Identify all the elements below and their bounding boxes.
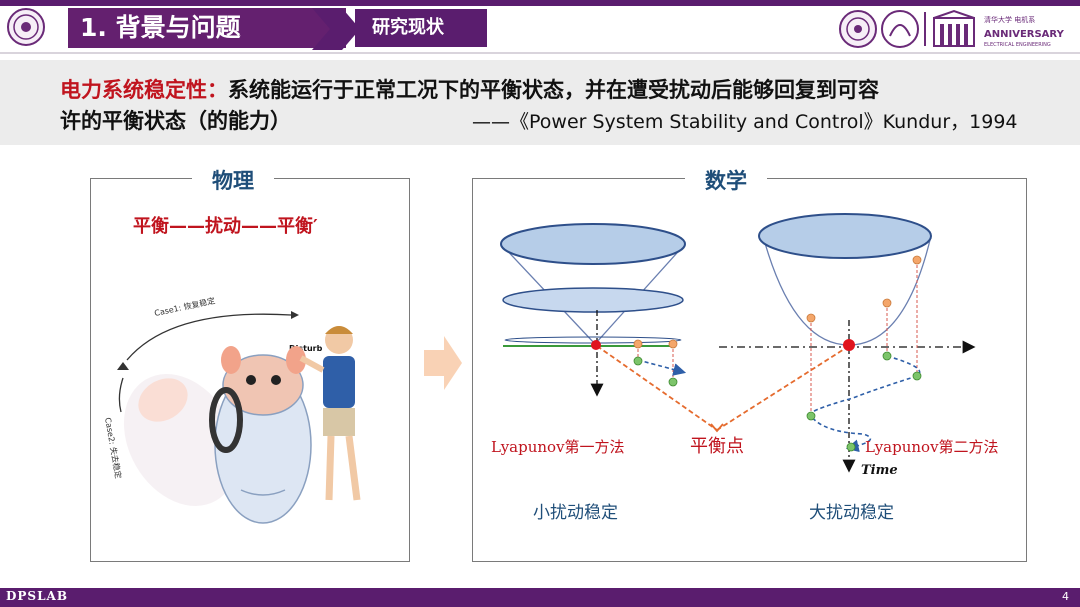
building-logo xyxy=(933,9,975,47)
transition-arrow-icon xyxy=(424,336,462,390)
disturb-label: Disturb xyxy=(289,344,323,353)
header-divider xyxy=(0,52,1080,54)
anniversary-sub: ELECTRICAL ENGINEERING xyxy=(984,42,1051,48)
trajectory-right xyxy=(809,355,921,453)
case1-arrowhead xyxy=(291,311,299,319)
anniversary-main: ANNIVERSARY xyxy=(984,29,1065,40)
page-title: 1. 背景与问题 xyxy=(80,13,241,42)
label-lyapunov-method-2: Lyapunov第二方法 xyxy=(865,438,999,456)
section-subtitle: 研究现状 xyxy=(372,17,444,38)
definition-banner xyxy=(0,60,1080,145)
physics-panel-title: 物理 xyxy=(192,165,274,195)
orange-state-points xyxy=(633,255,922,349)
chevron-arrow-icon xyxy=(312,8,360,50)
path-to-equilibrium-left xyxy=(596,345,718,431)
title-box xyxy=(68,8,346,48)
equilibrium-point-right xyxy=(843,339,855,351)
physics-illustration: 平衡——扰动——平衡′ Case1: 恢复稳定 Case2: 失去稳定 Dist… xyxy=(103,215,361,524)
inflatable-toy xyxy=(209,346,312,524)
definition-text-1: 系统能运行于正常工况下的平衡状态，并在遭受扰动后能够回复到可容 xyxy=(228,78,879,102)
child-figure xyxy=(299,326,361,501)
footer-lab-name: DPSLAB xyxy=(6,589,68,603)
equilibrium-point-left xyxy=(591,340,601,350)
case2-arc xyxy=(118,377,124,413)
right-parabola xyxy=(758,213,932,346)
green-state-points xyxy=(633,351,922,452)
citation: ——《Power System Stability and Control》Ku… xyxy=(472,111,1018,133)
anniversary-top: 清华大学 电机系 xyxy=(984,15,1035,24)
case2-label: Case2: 失去稳定 xyxy=(103,417,124,480)
header-logos: 清华大学 电机系 ANNIVERSARY ELECTRICAL ENGINEER… xyxy=(839,9,1065,48)
lyapunov-diagram: Lyapunov第一方法 平衡点 Lyapunov第二方法 Time 小扰动稳定… xyxy=(491,213,999,523)
label-time-axis: Time xyxy=(861,463,898,478)
logo-divider xyxy=(924,12,926,46)
math-panel-title: 数学 xyxy=(685,165,767,195)
page-number: 4 xyxy=(1062,590,1069,603)
trajectory-left xyxy=(637,359,687,376)
seal-logo xyxy=(839,10,877,48)
label-lyapunov-method-1: Lyapunov第一方法 xyxy=(491,438,625,456)
faded-toy xyxy=(123,374,239,506)
case1-label: Case1: 恢复稳定 xyxy=(153,295,216,318)
path-to-equilibrium-right xyxy=(716,345,850,431)
university-seal-logo xyxy=(7,8,45,46)
definition-term: 电力系统稳定性： xyxy=(60,78,228,102)
case2-arrowhead xyxy=(117,362,129,370)
footer-bar xyxy=(0,588,1080,607)
case1-arc xyxy=(126,313,292,361)
label-equilibrium-point: 平衡点 xyxy=(690,436,744,457)
left-cone xyxy=(500,223,686,347)
definition-line-1: 电力系统稳定性：系统能运行于正常工况下的平衡状态，并在遭受扰动后能够回复到可容 xyxy=(60,74,879,104)
balance-caption: 平衡——扰动——平衡′ xyxy=(133,215,318,237)
definition-line-2: 许的平衡状态（的能力） xyxy=(60,109,291,133)
top-bar xyxy=(0,0,1080,6)
department-logo xyxy=(881,10,919,48)
subtitle-box xyxy=(355,9,487,47)
label-large-disturbance-stability: 大扰动稳定 xyxy=(809,503,894,523)
label-small-disturbance-stability: 小扰动稳定 xyxy=(533,503,618,523)
equilibrium-arrowhead xyxy=(710,423,724,433)
